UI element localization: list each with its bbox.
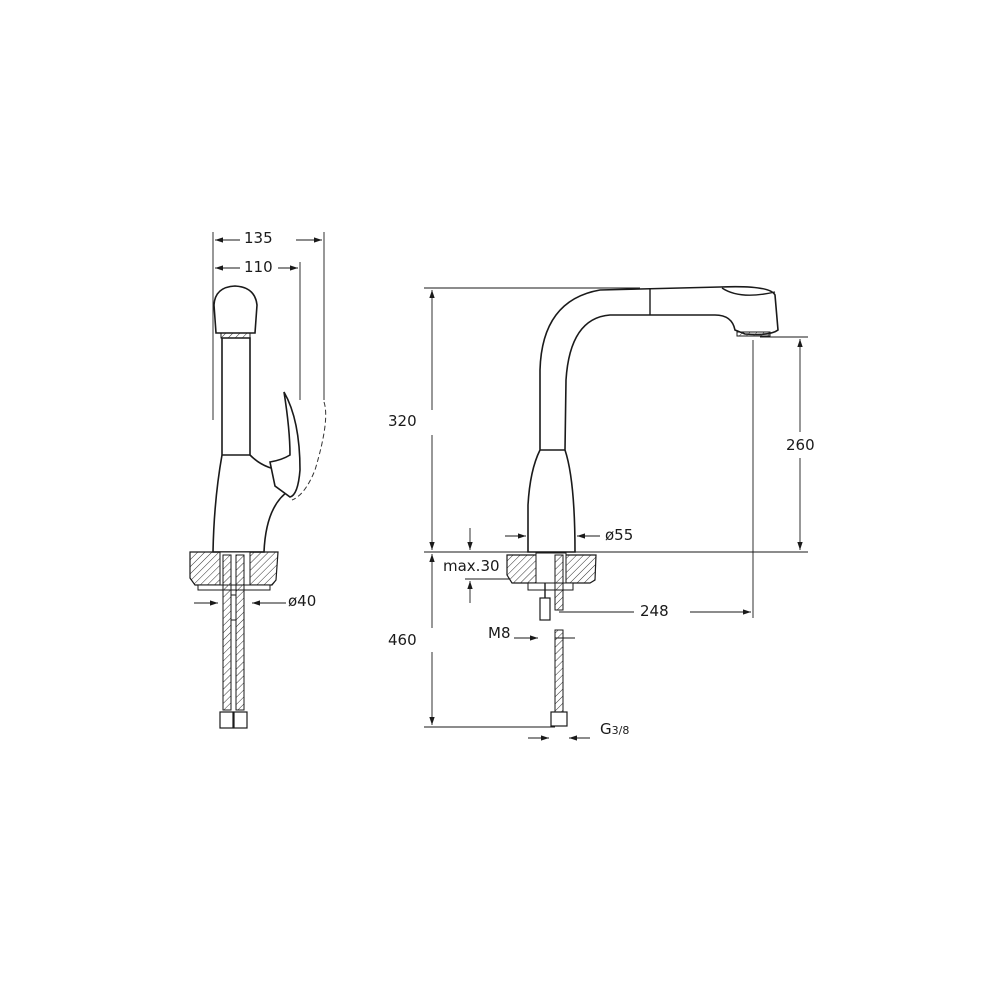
aerator <box>736 331 771 337</box>
spray-head <box>213 285 258 334</box>
dim-hose-length: 460 <box>386 631 419 649</box>
dim-outlet-height: 260 <box>784 436 817 454</box>
hose <box>235 554 245 711</box>
lever-open-position <box>291 401 327 501</box>
dim-overall-depth: 135 <box>242 229 275 247</box>
faucet-body <box>527 285 779 553</box>
hose <box>222 554 232 711</box>
dim-spout-depth: 110 <box>242 258 275 276</box>
hose-nut <box>233 711 248 729</box>
hose-nut <box>219 711 234 729</box>
lever-handle <box>269 391 301 498</box>
front-view <box>424 285 808 741</box>
dim-reach: 248 <box>638 602 671 620</box>
faucet-body <box>212 337 291 553</box>
connection-prefix: G <box>600 720 612 738</box>
dim-hole-diameter: ø40 <box>286 592 319 610</box>
dim-base-diameter: ø55 <box>603 526 636 544</box>
side-view <box>189 232 327 729</box>
hose-nut <box>550 711 568 727</box>
hose <box>554 629 564 716</box>
hose <box>554 554 564 611</box>
dim-total-height: 320 <box>386 412 419 430</box>
dim-stud-thread: M8 <box>486 624 513 642</box>
mounting-stud <box>539 597 551 621</box>
dim-max-countertop: max.30 <box>441 557 502 575</box>
dim-connection: G3/8 <box>598 720 632 739</box>
connection-fraction: 3/8 <box>611 724 630 737</box>
